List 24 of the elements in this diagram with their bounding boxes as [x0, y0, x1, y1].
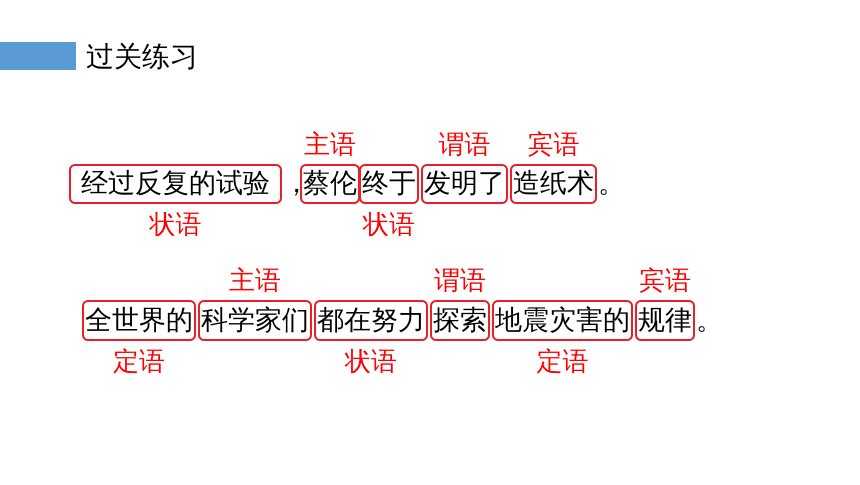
punctuation-mark: 。	[598, 167, 625, 201]
grammar-label: 状语	[345, 347, 397, 377]
grammar-label: 主语	[229, 266, 281, 296]
grammar-label: 状语	[150, 210, 202, 240]
grammar-label: 宾语	[639, 266, 691, 296]
grammar-label: 定语	[113, 347, 165, 377]
punctuation-mark: 。	[696, 304, 723, 338]
phrase-box: 探索	[430, 300, 490, 341]
phrase-box: 经过反复的试验	[69, 164, 282, 204]
phrase-box: 造纸术	[510, 164, 597, 204]
phrase-box: 全世界的	[82, 300, 196, 341]
phrase-box: 发明了	[421, 164, 508, 204]
phrase-box: 规律	[635, 300, 695, 341]
grammar-label: 谓语	[438, 130, 490, 160]
slide-title: 过关练习	[86, 39, 198, 75]
grammar-label: 谓语	[434, 266, 486, 296]
phrase-box: 终于	[359, 164, 419, 204]
phrase-box: 地震灾害的	[492, 300, 633, 341]
grammar-label: 定语	[536, 347, 588, 377]
grammar-label: 状语	[363, 210, 415, 240]
grammar-label: 主语	[304, 130, 356, 160]
phrase-box: 科学家们	[198, 300, 312, 341]
phrase-box: 都在努力	[314, 300, 428, 341]
grammar-label: 宾语	[528, 130, 580, 160]
